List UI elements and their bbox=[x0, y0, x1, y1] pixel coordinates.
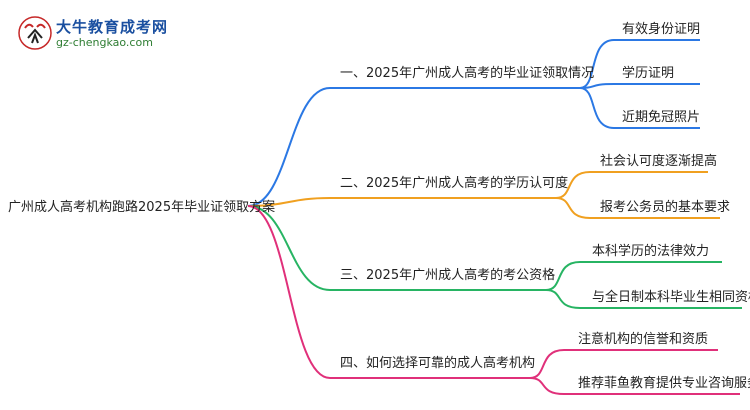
branch-curve-2 bbox=[247, 197, 556, 207]
branch-curve-3 bbox=[247, 205, 546, 291]
branch-label-2: 二、2025年广州成人高考的学历认可度 bbox=[340, 176, 569, 191]
leaf-1-3: 近期免冠照片 bbox=[622, 110, 701, 125]
leaf-2-2: 报考公务员的基本要求 bbox=[600, 200, 731, 215]
leaf-curve-3-1 bbox=[545, 261, 722, 291]
leaf-curve-3-2 bbox=[545, 289, 742, 309]
leaf-1-2: 学历证明 bbox=[622, 66, 675, 81]
logo-url: gz-chengkao.com bbox=[56, 36, 153, 49]
leaf-1-1: 有效身份证明 bbox=[622, 22, 701, 37]
mindmap-root: 广州成人高考机构跑路2025年毕业证领取方案 bbox=[8, 200, 276, 215]
site-logo: 大牛教育成考网 gz-chengkao.com bbox=[18, 14, 168, 54]
leaf-curve-4-1 bbox=[529, 349, 718, 379]
logo-title: 大牛教育成考网 bbox=[56, 18, 169, 36]
branch-curve-4 bbox=[247, 205, 530, 379]
leaf-4-2: 推荐菲鱼教育提供专业咨询服务 bbox=[578, 376, 750, 391]
bull-logo-icon bbox=[18, 16, 52, 50]
leaf-curve-4-2 bbox=[529, 377, 740, 395]
branch-label-4: 四、如何选择可靠的成人高考机构 bbox=[340, 356, 536, 371]
branch-label-1: 一、2025年广州成人高考的毕业证领取情况 bbox=[340, 66, 595, 81]
leaf-3-2: 与全日制本科毕业生相同资格 bbox=[592, 290, 750, 305]
branch-curve-1 bbox=[247, 87, 580, 207]
leaf-2-1: 社会认可度逐渐提高 bbox=[600, 154, 718, 169]
leaf-curve-2-1 bbox=[555, 171, 708, 199]
branch-label-3: 三、2025年广州成人高考的考公资格 bbox=[340, 268, 556, 283]
leaf-4-1: 注意机构的信誉和资质 bbox=[578, 332, 709, 347]
leaf-curve-1-2 bbox=[579, 83, 700, 89]
leaf-curve-2-2 bbox=[555, 197, 720, 219]
leaf-curve-1-1 bbox=[579, 39, 700, 89]
leaf-3-1: 本科学历的法律效力 bbox=[592, 244, 710, 259]
leaf-curve-1-3 bbox=[579, 87, 700, 129]
